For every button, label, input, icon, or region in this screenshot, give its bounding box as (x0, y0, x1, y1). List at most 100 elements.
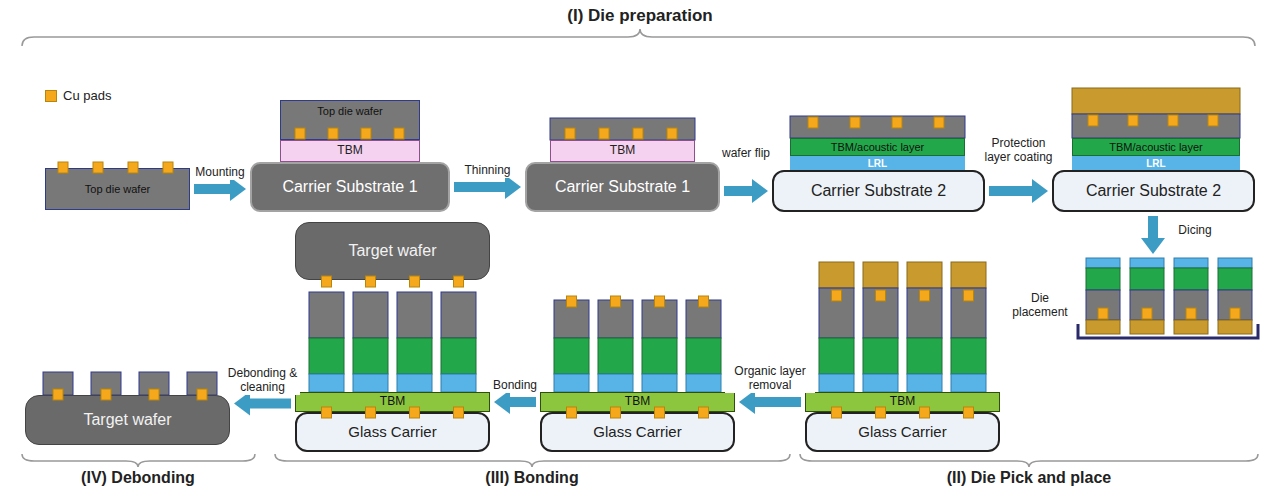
layer-label: Carrier Substrate 2 (1086, 182, 1221, 200)
cu-pad (611, 407, 621, 418)
layer-label: TBM/acoustic layer (831, 141, 925, 153)
arrowhead (739, 390, 755, 414)
layer-label: TBM (337, 144, 362, 157)
tbm-acoustic-layer (554, 338, 589, 374)
cu-pad (832, 407, 842, 418)
tbm-acoustic-layer (1130, 268, 1164, 290)
cu-pad (53, 389, 63, 400)
section-label: (III) Bonding (485, 469, 578, 487)
die (907, 288, 942, 338)
thinned-wafer (550, 118, 695, 140)
dicing-arrowhead (1141, 238, 1165, 254)
arrow-shaft (510, 397, 536, 407)
carrier-substrate: Carrier Substrate 1 (525, 162, 720, 212)
cu-pad (934, 117, 944, 128)
arrowhead (234, 392, 250, 416)
protection-layer (1086, 320, 1120, 334)
dicing-tray (1078, 324, 1258, 338)
protection-layer (1130, 320, 1164, 334)
lrl-layer: LRL (1072, 156, 1240, 170)
section-brace (800, 454, 1258, 467)
cu-pad (410, 407, 420, 418)
tbm-acoustic-layer (642, 338, 677, 374)
cu-pad (322, 276, 332, 287)
lrl-layer (642, 374, 677, 392)
cu-pad (1128, 115, 1138, 126)
arrowhead (230, 177, 246, 201)
process-arrow (494, 390, 536, 414)
cu-pad (611, 296, 621, 307)
cu-pad (699, 407, 709, 418)
step-label: Organic layer removal (725, 365, 815, 393)
wafer-layer: Top die wafer (45, 168, 190, 210)
flipped-wafer (1072, 114, 1240, 138)
die (642, 300, 677, 338)
arrowhead (494, 390, 510, 414)
legend-text: Cu pads (63, 88, 111, 103)
protection-layer (1174, 320, 1208, 334)
legend-entry: Cu pads (45, 88, 111, 103)
arrow-shaft (454, 182, 505, 192)
die (819, 288, 854, 338)
tbm-acoustic-layer (309, 338, 344, 374)
die (598, 300, 633, 338)
arrow-shaft (194, 184, 230, 194)
tbm-acoustic-layer (1218, 268, 1252, 290)
cu-pad (1168, 115, 1178, 126)
layer-label: TBM/acoustic layer (1109, 141, 1203, 153)
lrl-layer (554, 374, 589, 392)
protection-layer (1072, 88, 1240, 114)
cu-pad (1088, 115, 1098, 126)
arrowhead (752, 179, 768, 203)
process-arrow (739, 390, 801, 414)
section-label: (II) Die Pick and place (947, 469, 1112, 487)
die (1174, 290, 1208, 320)
tbm-acoustic-layer (441, 338, 476, 374)
die (1130, 290, 1164, 320)
die (951, 288, 986, 338)
bonded-die (43, 372, 73, 395)
cu-pad (1186, 308, 1196, 319)
section-label: (IV) Debonding (81, 469, 195, 487)
protection-layer (907, 262, 942, 288)
layer-label: TBM (890, 395, 915, 408)
layer-label: Carrier Substrate 1 (555, 178, 690, 196)
tbm-acoustic-layer (397, 338, 432, 374)
tbm-acoustic-layer (819, 338, 854, 374)
tbm-acoustic-layer (686, 338, 721, 374)
glass-carrier: Glass Carrier (805, 412, 1000, 452)
lrl-layer (598, 374, 633, 392)
tbm-acoustic-layer (951, 338, 986, 374)
die (554, 300, 589, 338)
die (863, 288, 898, 338)
cu-pad (567, 296, 577, 307)
cu-pad (876, 290, 886, 301)
carrier-substrate: Carrier Substrate 2 (772, 170, 985, 212)
layer-label: TBM (380, 395, 405, 408)
step-label: Dicing (1178, 224, 1211, 238)
lrl-layer: LRL (790, 156, 965, 170)
cu-pad (964, 407, 974, 418)
tbm-layer: TBM (550, 140, 695, 162)
layer-label: LRL (868, 158, 887, 169)
layer-label: Target wafer (348, 242, 436, 260)
cu-pad (410, 276, 420, 287)
cu-pad (655, 407, 665, 418)
tbm-layer: TBM (295, 392, 490, 412)
cu-pad (394, 128, 404, 139)
cu-pad (1142, 308, 1152, 319)
die (353, 292, 388, 338)
protection-layer (951, 262, 986, 288)
lrl-layer (1130, 258, 1164, 268)
protection-layer (1218, 320, 1252, 334)
cu-pad (163, 162, 173, 173)
glass-carrier: Glass Carrier (295, 412, 490, 452)
cu-pad (832, 290, 842, 301)
lrl-layer (819, 374, 854, 392)
cu-pad (667, 128, 677, 139)
lrl-layer (863, 374, 898, 392)
bonded-die (187, 372, 217, 395)
cu-pad (699, 296, 709, 307)
tbm-acoustic-layer (863, 338, 898, 374)
carrier-substrate: Carrier Substrate 1 (250, 162, 450, 212)
